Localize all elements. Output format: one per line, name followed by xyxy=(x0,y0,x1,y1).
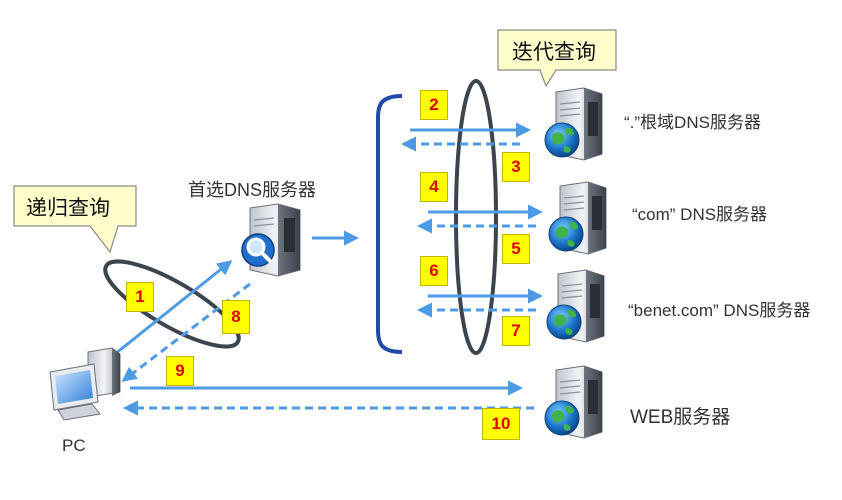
step-badge-6: 6 xyxy=(420,256,448,286)
pc-label: PC xyxy=(62,436,86,455)
benet-dns-label: “benet.com” DNS服务器 xyxy=(628,301,811,320)
root-dns-server-icon xyxy=(544,87,603,161)
recursive-callout-bubble xyxy=(13,185,137,254)
step-badge-1: 1 xyxy=(126,282,154,312)
step-badge-10: 10 xyxy=(482,408,520,440)
com-dns-server-icon xyxy=(548,181,607,255)
iterative-query-label: 迭代查询 xyxy=(512,40,596,64)
preferred-dns-server-icon xyxy=(241,203,301,277)
step-badge-2: 2 xyxy=(420,90,448,120)
step-badge-9: 9 xyxy=(166,356,194,386)
step-badge-5: 5 xyxy=(502,234,530,264)
bracket xyxy=(376,94,403,354)
recursive-ellipse xyxy=(103,259,241,349)
web-server-label: WEB服务器 xyxy=(630,407,731,428)
iterative-ellipse xyxy=(454,79,498,355)
benet-dns-server-icon xyxy=(546,269,605,343)
step-badge-8: 8 xyxy=(222,300,250,334)
step-badge-3: 3 xyxy=(502,152,530,182)
com-dns-label: “com” DNS服务器 xyxy=(632,205,768,224)
pc-icon xyxy=(49,347,121,421)
root-dns-label: “.”根域DNS服务器 xyxy=(624,113,761,132)
recursive-query-label: 递归查询 xyxy=(26,196,110,220)
iterative-callout-bubble xyxy=(497,29,617,88)
preferred-dns-label: 首选DNS服务器 xyxy=(188,180,317,200)
step-badge-4: 4 xyxy=(420,172,448,202)
step-badge-7: 7 xyxy=(502,316,530,346)
arrow-step-1 xyxy=(109,260,233,360)
web-server-icon xyxy=(544,365,603,439)
